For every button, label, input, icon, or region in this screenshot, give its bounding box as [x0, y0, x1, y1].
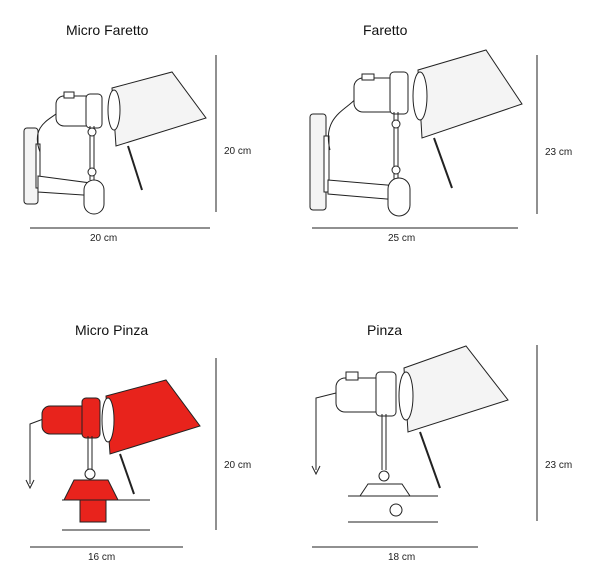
lamp-drawing-pinza	[311, 345, 509, 523]
height-label-micro-pinza: 20 cm	[224, 460, 252, 471]
height-label-micro-faretto: 20 cm	[224, 146, 252, 157]
lamp-drawing-micro-faretto	[23, 71, 207, 215]
product-title-pinza: Pinza	[367, 322, 403, 338]
product-title-faretto: Faretto	[363, 22, 408, 38]
product-title-micro-pinza: Micro Pinza	[75, 322, 149, 338]
product-title-micro-faretto: Micro Faretto	[66, 22, 149, 38]
width-label-micro-faretto: 20 cm	[90, 233, 118, 244]
height-label-pinza: 23 cm	[545, 460, 573, 471]
width-label-faretto: 25 cm	[388, 233, 416, 244]
lamp-drawing-micro-pinza	[25, 379, 201, 531]
width-label-pinza: 18 cm	[388, 552, 416, 563]
height-label-faretto: 23 cm	[545, 147, 573, 158]
lamp-drawing-faretto	[309, 49, 523, 217]
width-label-micro-pinza: 16 cm	[88, 552, 116, 563]
